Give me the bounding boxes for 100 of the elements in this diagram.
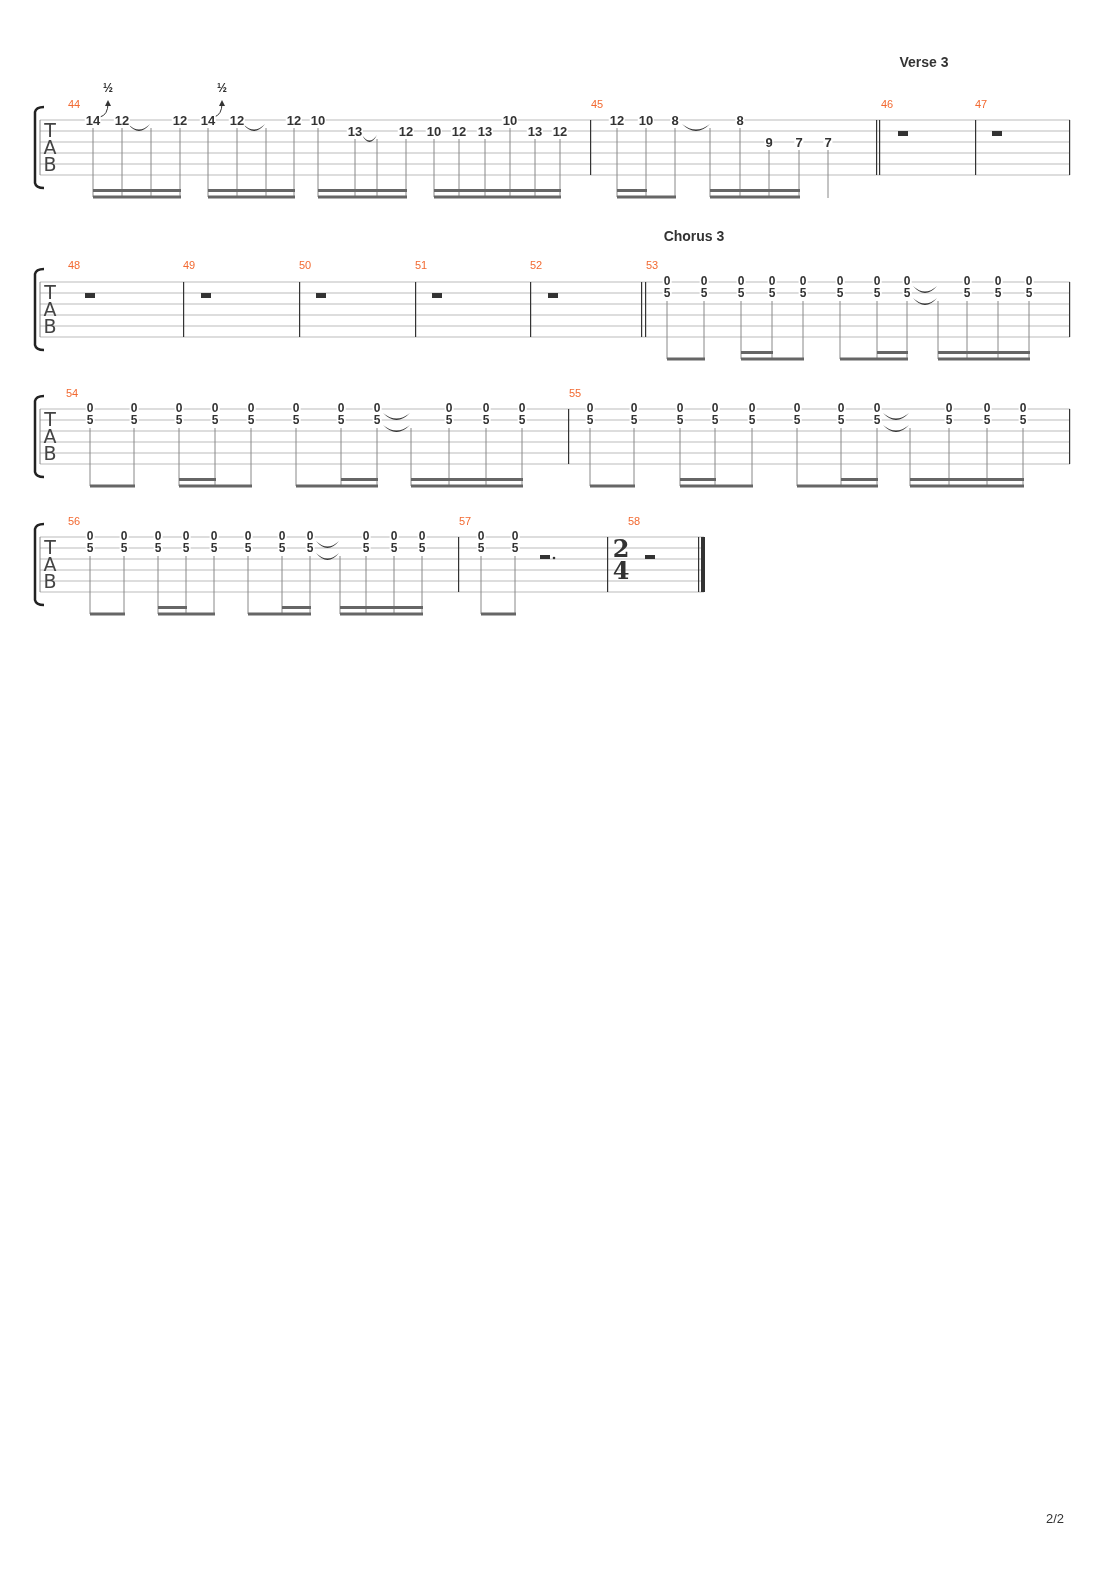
fret-number: 0 (153, 530, 163, 542)
fret-number: 0 (792, 402, 802, 414)
fret-number: 5 (481, 414, 491, 426)
fret-number: 0 (243, 530, 253, 542)
fret-number: 5 (305, 542, 315, 554)
measure-number: 44 (67, 98, 81, 110)
fret-number: 5 (243, 542, 253, 554)
fret-number: 0 (336, 402, 346, 414)
section-label: Verse 3 (899, 55, 949, 69)
fret-number: 5 (710, 414, 720, 426)
fret-number: 5 (417, 542, 427, 554)
fret-number: 0 (510, 530, 520, 542)
fret-number: 5 (993, 287, 1003, 299)
fret-number: 5 (585, 414, 595, 426)
fret-number: 0 (517, 402, 527, 414)
measure-number: 52 (529, 259, 543, 271)
fret-number: 5 (476, 542, 486, 554)
fret-number: 5 (1018, 414, 1028, 426)
fret-number: 13 (346, 124, 364, 138)
fret-number: 0 (767, 275, 777, 287)
fret-number: 5 (389, 542, 399, 554)
tab-clef-letter: T (44, 282, 56, 302)
fret-number: 0 (481, 402, 491, 414)
fret-number: 12 (228, 113, 246, 127)
fret-number: 5 (699, 287, 709, 299)
fret-number: 7 (823, 135, 833, 149)
measure-number: 53 (645, 259, 659, 271)
fret-number: 5 (675, 414, 685, 426)
fret-number: 5 (129, 414, 139, 426)
fret-number: 10 (309, 113, 327, 127)
fret-number: 0 (736, 275, 746, 287)
fret-number: 0 (902, 275, 912, 287)
fret-number: 5 (792, 414, 802, 426)
measure-number: 48 (67, 259, 81, 271)
fret-number: 0 (872, 275, 882, 287)
time-signature-number: 2 (612, 537, 630, 561)
fret-number: 0 (1018, 402, 1028, 414)
fret-number: 5 (1024, 287, 1034, 299)
fret-number: 5 (944, 414, 954, 426)
fret-number: 5 (277, 542, 287, 554)
fret-number: 5 (153, 542, 163, 554)
fret-number: 5 (85, 414, 95, 426)
fret-number: 5 (85, 542, 95, 554)
fret-number: 5 (510, 542, 520, 554)
measure-number: 57 (458, 515, 472, 527)
fret-number: 12 (450, 124, 468, 138)
tab-clef-letter: B (43, 316, 57, 336)
time-signature-number: 4 (612, 559, 630, 583)
tab-clef-letter: A (43, 299, 57, 319)
fret-number: 7 (794, 135, 804, 149)
fret-number: 0 (85, 530, 95, 542)
fret-number: 0 (836, 402, 846, 414)
tab-clef-letter: A (43, 554, 57, 574)
fret-number: 5 (962, 287, 972, 299)
measure-number: 58 (627, 515, 641, 527)
measure-number: 56 (67, 515, 81, 527)
measure-number: 47 (974, 98, 988, 110)
bend-amount: ½ (217, 82, 227, 94)
fret-number: 0 (747, 402, 757, 414)
tab-clef-letter: T (44, 537, 56, 557)
tab-clef-letter: T (44, 120, 56, 140)
measure-number: 46 (880, 98, 894, 110)
fret-number: 5 (174, 414, 184, 426)
fret-number: 12 (608, 113, 626, 127)
fret-number: 0 (835, 275, 845, 287)
tab-clef-letter: T (44, 409, 56, 429)
fret-number: 5 (444, 414, 454, 426)
fret-number: 14 (84, 113, 102, 127)
tab-clef-letter: B (43, 154, 57, 174)
fret-number: 0 (372, 402, 382, 414)
fret-number: 0 (210, 402, 220, 414)
fret-number: 5 (662, 287, 672, 299)
fret-number: 0 (246, 402, 256, 414)
tab-clef-letter: B (43, 443, 57, 463)
fret-number: 5 (798, 287, 808, 299)
measure-number: 55 (568, 387, 582, 399)
fret-number: 5 (982, 414, 992, 426)
fret-number: 0 (1024, 275, 1034, 287)
fret-number: 5 (209, 542, 219, 554)
tab-clef-letter: A (43, 426, 57, 446)
fret-number: 0 (181, 530, 191, 542)
fret-number: 0 (710, 402, 720, 414)
fret-number: 5 (629, 414, 639, 426)
fret-number: 5 (517, 414, 527, 426)
fret-number: 5 (181, 542, 191, 554)
section-label: Chorus 3 (663, 229, 725, 243)
measure-number: 51 (414, 259, 428, 271)
fret-number: 12 (285, 113, 303, 127)
measure-number: 54 (65, 387, 79, 399)
fret-number: 0 (85, 402, 95, 414)
fret-number: 5 (361, 542, 371, 554)
fret-number: 0 (361, 530, 371, 542)
fret-number: 9 (764, 135, 774, 149)
fret-number: 0 (389, 530, 399, 542)
fret-number: 0 (699, 275, 709, 287)
fret-number: 13 (526, 124, 544, 138)
fret-number: 0 (476, 530, 486, 542)
fret-number: 0 (129, 402, 139, 414)
fret-number: 10 (637, 113, 655, 127)
fret-number: 5 (902, 287, 912, 299)
